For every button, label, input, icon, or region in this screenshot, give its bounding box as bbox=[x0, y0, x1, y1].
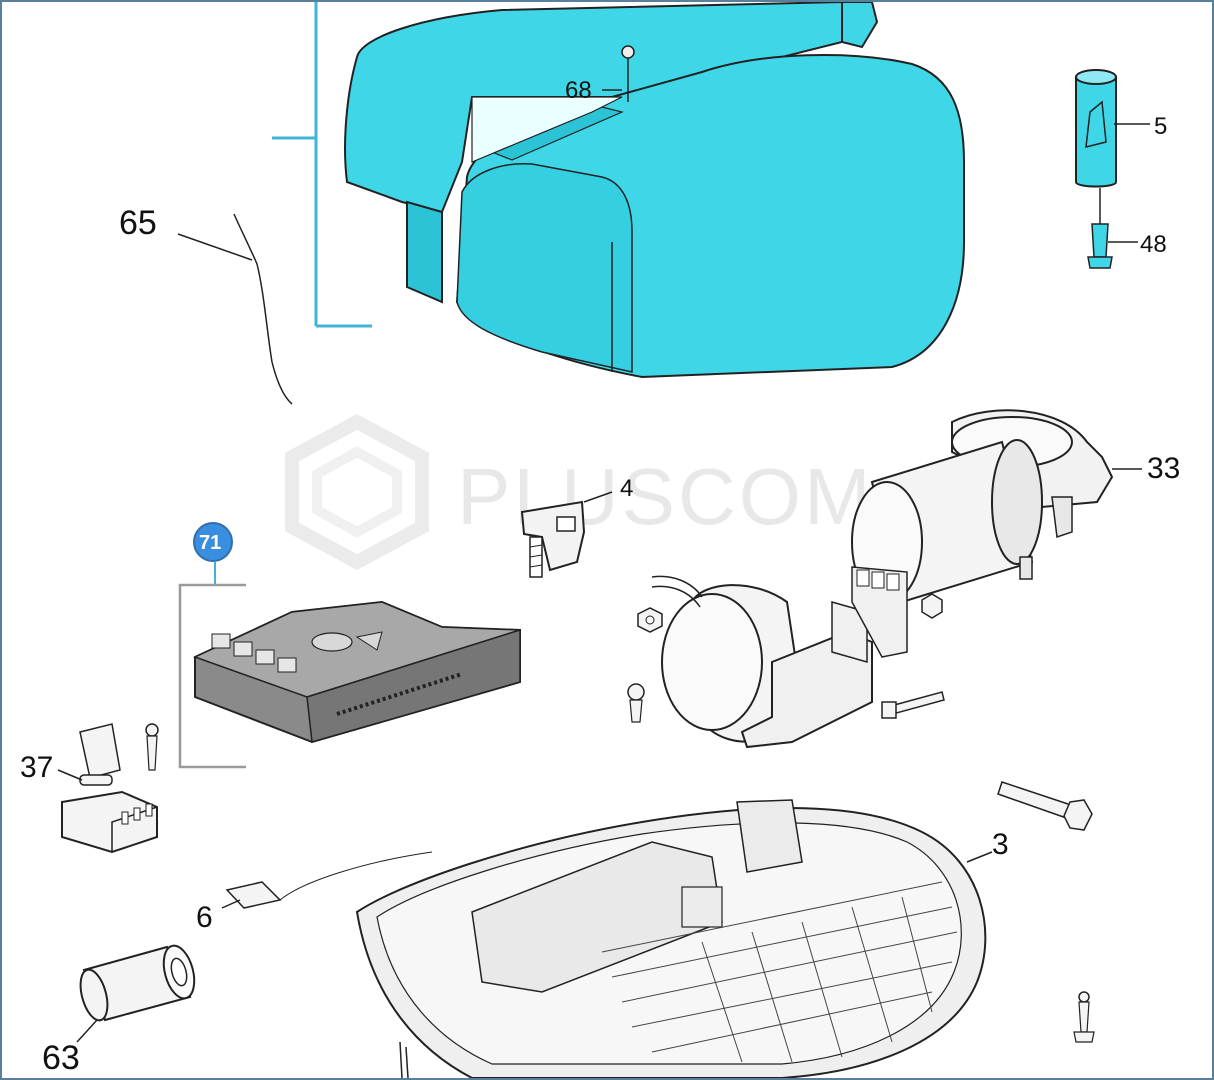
cover-bracket bbox=[272, 2, 372, 328]
screw-board[interactable] bbox=[145, 723, 159, 771]
sleeve-63[interactable] bbox=[76, 942, 200, 1043]
fuse-37[interactable] bbox=[57, 769, 113, 786]
callout-33: 33 bbox=[1147, 452, 1180, 485]
badge-71[interactable]: 71 bbox=[193, 522, 233, 562]
limit-switch-4[interactable] bbox=[520, 491, 613, 578]
screw-small[interactable] bbox=[627, 683, 645, 723]
base-plate-3[interactable] bbox=[355, 799, 993, 1078]
callout-48: 48 bbox=[1140, 231, 1167, 258]
capacitor[interactable] bbox=[651, 566, 908, 749]
callout-5: 5 bbox=[1154, 113, 1167, 140]
motor-cover[interactable] bbox=[344, 2, 965, 379]
screw-68[interactable] bbox=[602, 45, 635, 102]
nut-left[interactable] bbox=[637, 607, 663, 633]
callout-6: 6 bbox=[196, 901, 213, 934]
screw-base[interactable] bbox=[1073, 991, 1095, 1043]
control-board[interactable] bbox=[193, 600, 521, 744]
board-bracket bbox=[178, 562, 246, 769]
watermark-text: PLUSCOM bbox=[457, 452, 874, 541]
callout-65: 65 bbox=[119, 204, 157, 242]
watermark-logo: PLUSCOM bbox=[285, 414, 874, 570]
bolt-mid[interactable] bbox=[881, 691, 945, 719]
terminal-block[interactable] bbox=[61, 723, 158, 854]
wire-bottom[interactable] bbox=[399, 1041, 409, 1078]
callout-71: 71 bbox=[199, 532, 221, 554]
screw-48[interactable] bbox=[1087, 188, 1138, 269]
callout-37: 37 bbox=[20, 751, 53, 784]
bushing-5[interactable] bbox=[1075, 69, 1150, 188]
cable-65[interactable] bbox=[177, 213, 293, 405]
bolt-long[interactable] bbox=[997, 781, 1093, 831]
nut-right[interactable] bbox=[921, 593, 943, 619]
callout-4: 4 bbox=[620, 475, 633, 502]
callout-68: 68 bbox=[565, 77, 592, 104]
callout-3: 3 bbox=[992, 828, 1009, 861]
gear-motor-33[interactable] bbox=[851, 409, 1142, 604]
pad-6[interactable] bbox=[221, 851, 433, 909]
callout-63: 63 bbox=[42, 1039, 80, 1077]
